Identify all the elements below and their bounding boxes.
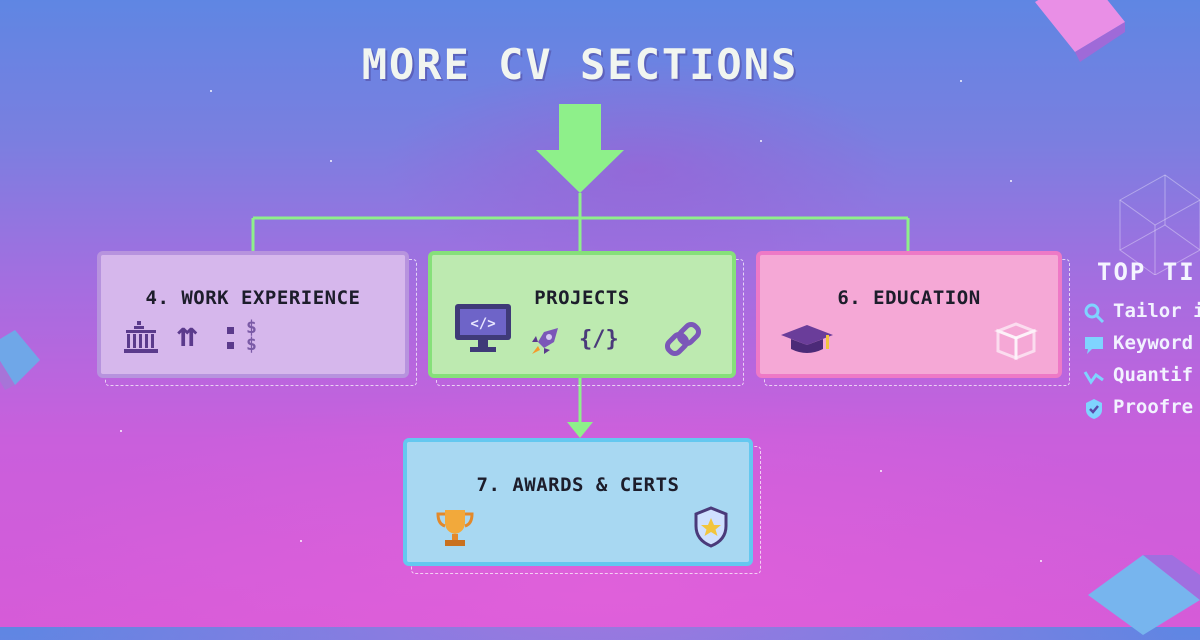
tip-item: Keyword xyxy=(1083,330,1196,362)
star xyxy=(1040,560,1042,562)
building-icon xyxy=(124,321,158,353)
star xyxy=(760,140,762,142)
link-icon xyxy=(665,321,701,357)
tip-item: Proofre xyxy=(1083,394,1196,426)
background-glow xyxy=(380,60,900,280)
gem-decoration xyxy=(0,330,40,390)
gem-decoration xyxy=(1088,555,1200,635)
card-label: 4. WORK EXPERIENCE xyxy=(145,287,361,309)
card-work-experience[interactable]: 4. WORK EXPERIENCE ⇈ $$ xyxy=(97,251,417,386)
star xyxy=(120,430,122,432)
chat-bubble-icon xyxy=(1085,337,1103,354)
gem-decoration xyxy=(1035,0,1125,62)
tip-item: Quantif xyxy=(1083,362,1196,394)
tip-item: Tailor i xyxy=(1083,298,1200,330)
code-brackets-icon: {/} xyxy=(579,327,619,352)
wireframe-cube-decoration xyxy=(1119,174,1200,275)
star xyxy=(960,80,962,82)
badge-check-icon xyxy=(1086,399,1102,419)
card-face xyxy=(97,251,409,378)
tip-label: Quantif xyxy=(1113,364,1194,386)
search-icon xyxy=(1084,303,1105,324)
card-projects[interactable]: PROJECTS </> {/} xyxy=(428,251,744,386)
top-tips-panel: TOP TI Tailor i Keyword Quantif Proofre xyxy=(1083,258,1200,426)
page-title: MORE CV SECTIONS xyxy=(361,40,799,89)
tip-label: Tailor i xyxy=(1113,300,1200,322)
star xyxy=(210,90,212,92)
monitor-code-icon: </> xyxy=(455,304,511,352)
main-down-arrow xyxy=(536,104,624,193)
card-awards-certs[interactable]: 7. AWARDS & CERTS xyxy=(403,438,761,574)
star xyxy=(880,470,882,472)
dot-icon xyxy=(227,327,234,349)
dollar-icon: $$ xyxy=(246,317,257,355)
svg-text:</>: </> xyxy=(470,316,495,332)
trophy-icon xyxy=(436,510,474,546)
tip-label: Proofre xyxy=(1113,396,1194,418)
flow-connectors xyxy=(251,104,910,438)
card-education[interactable]: 6. EDUCATION xyxy=(756,251,1070,386)
star xyxy=(330,160,332,162)
star xyxy=(1010,180,1012,182)
card-face xyxy=(756,251,1062,378)
arrows-up-icon: ⇈ xyxy=(177,315,198,355)
cube-icon xyxy=(994,322,1038,361)
card-label: 7. AWARDS & CERTS xyxy=(476,474,680,496)
card-label: PROJECTS xyxy=(534,287,630,309)
shield-star-icon xyxy=(694,506,728,548)
projects-to-awards-arrowhead xyxy=(567,422,593,438)
top-tips-heading: TOP TI xyxy=(1097,258,1196,286)
rocket-icon xyxy=(532,328,558,354)
chart-icon xyxy=(1083,371,1104,385)
card-label: 6. EDUCATION xyxy=(837,287,981,309)
graduation-cap-icon xyxy=(781,325,833,353)
tip-label: Keyword xyxy=(1113,332,1194,354)
branch-lines xyxy=(251,193,910,425)
star xyxy=(300,540,302,542)
